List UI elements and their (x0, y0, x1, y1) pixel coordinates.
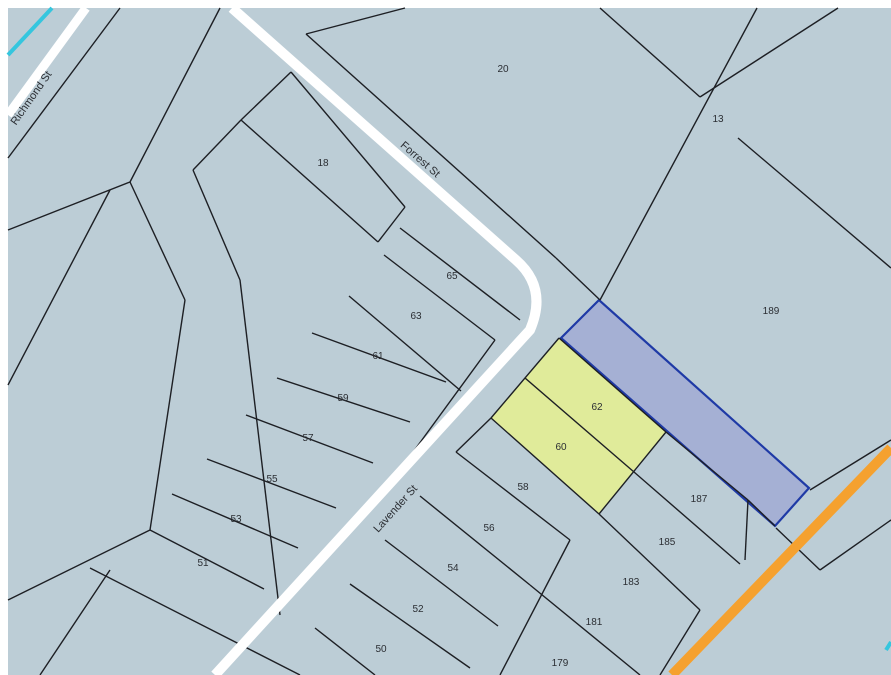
parcel-label: 183 (623, 577, 640, 588)
parcel-label: 20 (497, 64, 509, 75)
parcel-label: 52 (412, 604, 424, 615)
parcel-label: 61 (372, 351, 384, 362)
parcel-label: 189 (763, 306, 780, 317)
parcel-boundaries (7, 7, 891, 675)
water-strip-right (884, 640, 891, 652)
parcel-label: 18 (317, 158, 329, 169)
parcel-label: 187 (691, 494, 708, 505)
parcel-label: 51 (197, 558, 209, 569)
road-forrest-st (211, 4, 542, 675)
parcel-label: 53 (230, 514, 242, 525)
map-background (8, 8, 891, 675)
parcel-label: 56 (483, 523, 495, 534)
map-top-margin (0, 0, 891, 8)
parcel-label: 50 (375, 644, 387, 655)
parcel-label: 62 (591, 402, 603, 413)
water-strip-topleft (6, 6, 54, 57)
parcel-label: 59 (337, 393, 349, 404)
parcel-label: 13 (712, 114, 724, 125)
parcel-label: 54 (447, 563, 459, 574)
parcel-labels: 20 13 18 65 63 61 59 57 55 53 51 189 62 … (197, 64, 779, 669)
parcel-label: 57 (302, 433, 314, 444)
parcel-label: 60 (555, 442, 567, 453)
parcel-label: 55 (266, 474, 278, 485)
road-richmond-st (4, 5, 90, 118)
highlight-lots-60-62 (491, 338, 666, 514)
parcel-label: 185 (659, 537, 676, 548)
railway-orange (668, 444, 891, 675)
parcel-label: 181 (586, 617, 603, 628)
map-left-margin (0, 0, 8, 675)
parcel-label: 63 (410, 311, 422, 322)
parcel-label: 179 (552, 658, 569, 669)
parcel-label: 65 (446, 271, 458, 282)
parcel-label: 58 (517, 482, 529, 493)
